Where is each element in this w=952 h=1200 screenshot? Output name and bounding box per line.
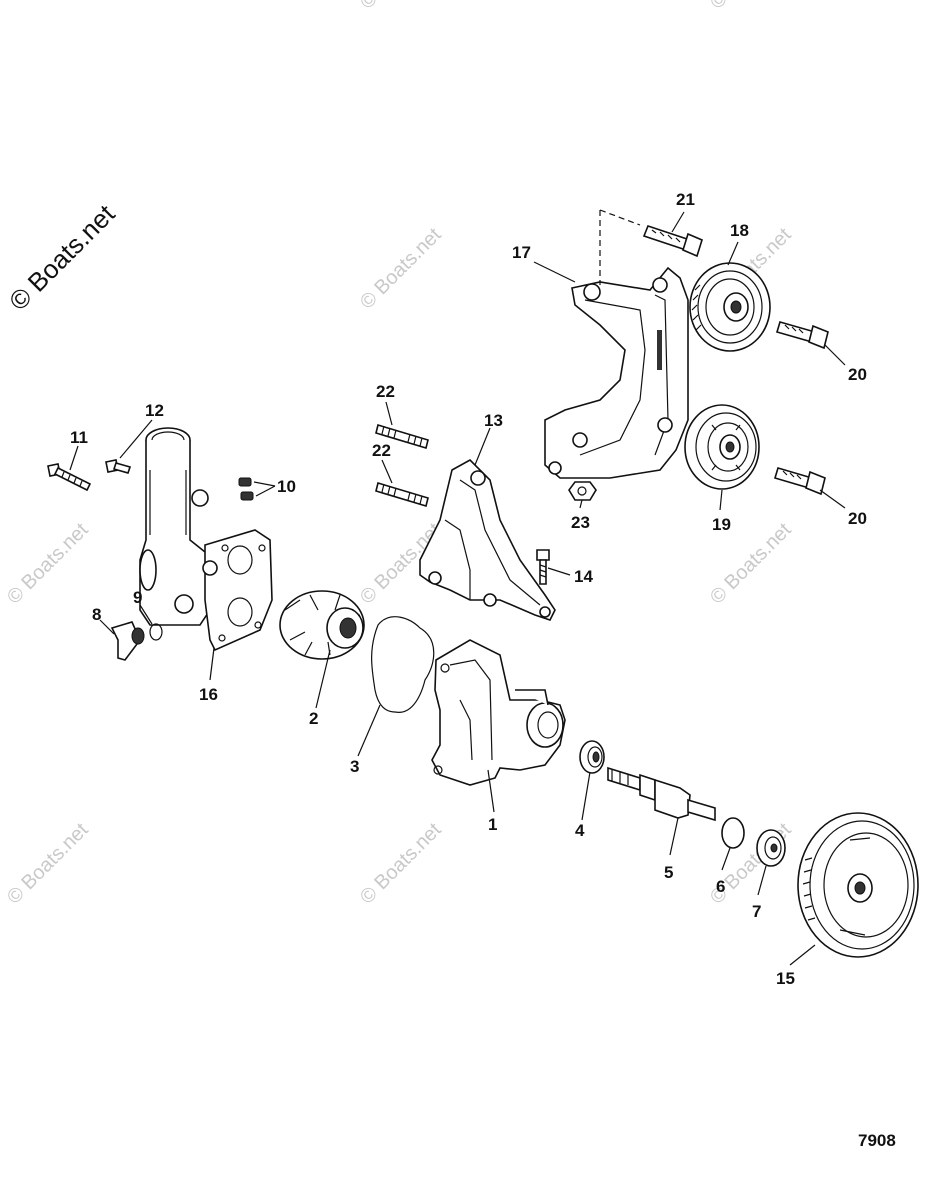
part-12-bolt — [105, 459, 132, 474]
part-18-idler-pulley — [689, 262, 771, 352]
watermark: © Boats.net — [356, 0, 446, 14]
part-3-gasket — [371, 616, 435, 713]
part-4-seal-bearing — [579, 740, 605, 774]
part-19-idler-pulley — [684, 404, 760, 490]
callout-16: 16 — [199, 685, 218, 704]
watermark: © Boats.net — [356, 819, 446, 909]
callout-22: 22 — [376, 382, 395, 401]
part-9-o-ring — [149, 623, 163, 641]
part-14-bolt — [536, 549, 550, 585]
part-15-drive-pulley — [797, 812, 919, 958]
part-22-stud-upper — [375, 423, 429, 450]
callout-6: 6 — [716, 877, 725, 896]
part-20-bolt-upper — [776, 321, 829, 350]
watermark: © Boats.net — [3, 519, 93, 609]
watermark: © Boats.net — [3, 819, 93, 909]
part-13-bracket — [419, 459, 556, 621]
callout-23: 23 — [571, 513, 590, 532]
callout-5: 5 — [664, 863, 673, 882]
part-21-bolt — [642, 225, 703, 258]
part-8-drain-plug — [110, 621, 145, 661]
part-6-snap-ring — [721, 817, 745, 849]
callout-10: 10 — [277, 477, 296, 496]
callout-1: 1 — [488, 815, 497, 834]
callout-labels: 21 18 17 20 22 13 22 10 12 11 23 19 20 1… — [70, 190, 867, 988]
callout-21: 21 — [676, 190, 695, 209]
watermark-layer: © Boats.net © Boats.net © Boats.net © Bo… — [3, 0, 796, 909]
watermark: © Boats.net — [706, 0, 796, 14]
alignment-dashed-line — [599, 209, 641, 285]
callout-9: 9 — [133, 588, 142, 607]
part-11-bolt — [47, 463, 92, 492]
leader-lines — [69, 211, 846, 966]
callout-18: 18 — [730, 221, 749, 240]
part-17-mounting-bracket — [544, 266, 689, 479]
part-16-pump-housing — [139, 427, 273, 652]
watermark: © Boats.net — [356, 224, 446, 314]
part-22-stud-lower — [375, 481, 429, 508]
callout-17: 17 — [512, 243, 531, 262]
watermark-main: © Boats.net — [3, 198, 121, 316]
part-10-plugs — [238, 477, 254, 501]
callout-13: 13 — [484, 411, 503, 430]
callout-19: 19 — [712, 515, 731, 534]
callout-20: 20 — [848, 365, 867, 384]
part-5-shaft — [607, 766, 716, 822]
part-1-pump-body — [431, 639, 566, 786]
callout-4: 4 — [575, 821, 585, 840]
part-2-impeller — [279, 590, 365, 660]
callout-15: 15 — [776, 969, 795, 988]
callout-7: 7 — [752, 902, 761, 921]
part-23-nut — [568, 481, 597, 501]
part-7-seal — [756, 829, 786, 867]
callout-22: 22 — [372, 441, 391, 460]
part-20-bolt-lower — [774, 467, 826, 496]
figure-number: 7908 — [858, 1131, 896, 1150]
callout-12: 12 — [145, 401, 164, 420]
callout-11: 11 — [70, 428, 88, 447]
callout-20: 20 — [848, 509, 867, 528]
callout-8: 8 — [92, 605, 101, 624]
callout-3: 3 — [350, 757, 359, 776]
callout-14: 14 — [574, 567, 593, 586]
callout-2: 2 — [309, 709, 318, 728]
